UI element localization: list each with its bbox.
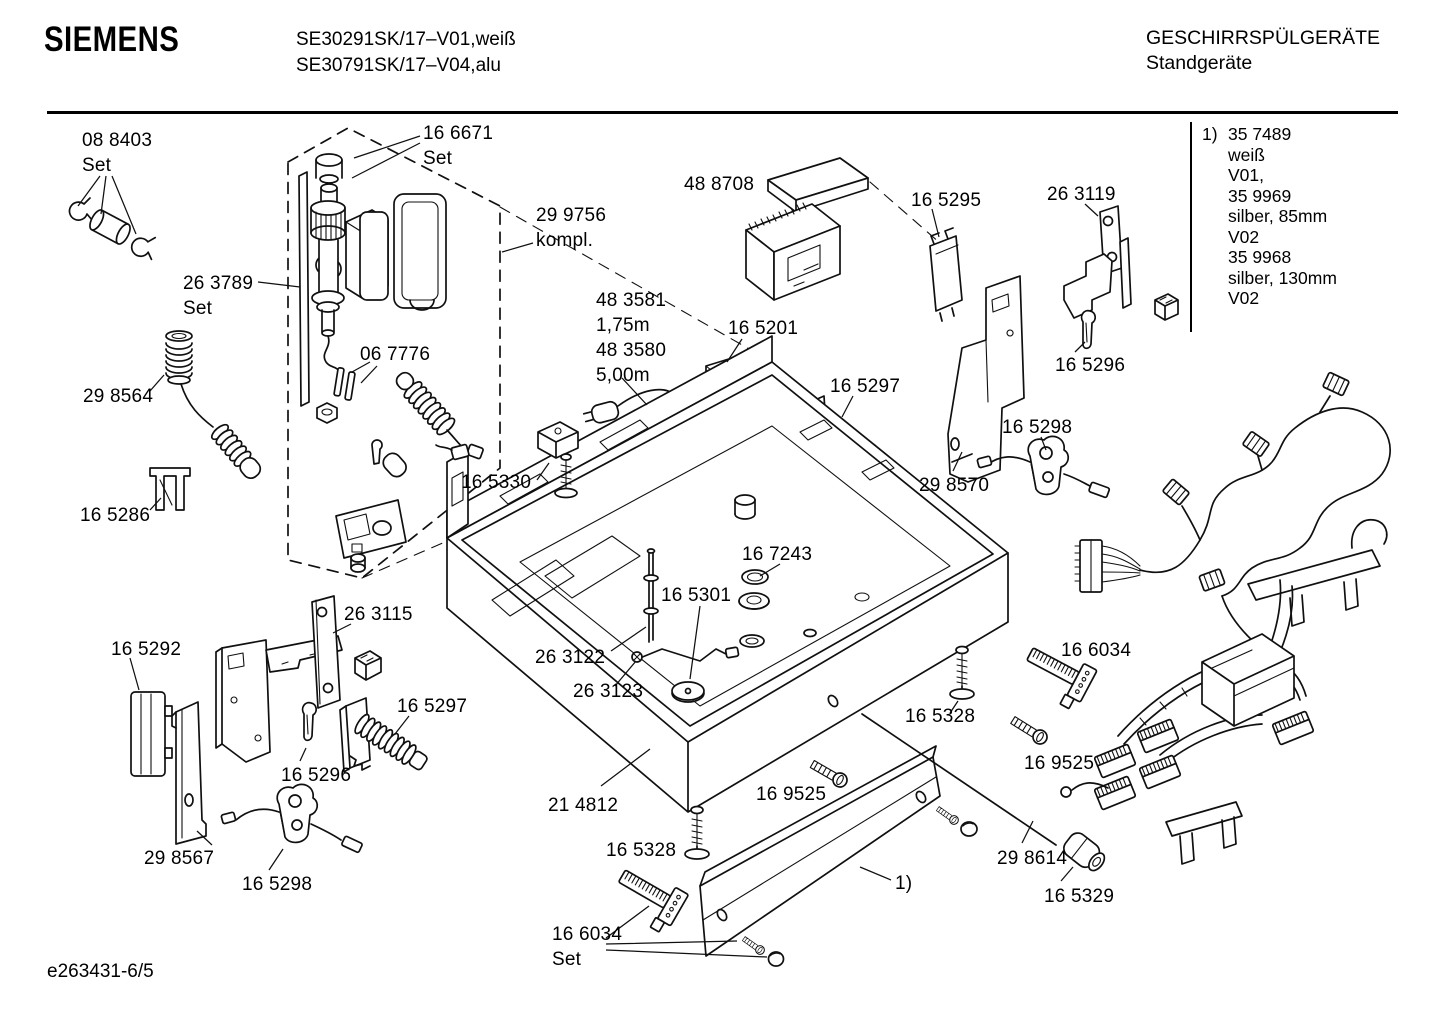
- part-label-16-5298-left: 16 5298: [242, 874, 313, 895]
- variant-note-marker: 1): [1202, 124, 1218, 144]
- part-label-16-5328-center: 16 5328: [606, 840, 677, 861]
- side-panel-bracket-group: [130, 595, 382, 845]
- base-frame: [446, 335, 1009, 813]
- variant-note-line: 35 9968: [1228, 247, 1292, 267]
- inlet-hose-sleeve: [371, 371, 484, 478]
- actuator-rod: [861, 713, 1057, 846]
- mounting-bracket-right: [947, 275, 1025, 483]
- variant-note-line: silber, 85mm: [1228, 206, 1328, 226]
- header-divider: [47, 111, 1398, 114]
- part-label-16-5296-right: 16 5296: [1055, 355, 1126, 376]
- part-label-26-3123: 26 3123: [573, 681, 644, 702]
- variant-note-line: 35 9969: [1228, 185, 1292, 206]
- part-label-29-9756: 29 9756 kompl.: [536, 205, 607, 251]
- part-label-06-7776: 06 7776: [360, 344, 431, 365]
- brand-logo: SIEMENS: [44, 20, 180, 59]
- part-label-16-5330: 16 5330: [461, 472, 532, 493]
- part-label-21-4812: 21 4812: [548, 795, 619, 816]
- model-line-1: SE30291SK/17–V01,weiß: [296, 29, 516, 50]
- panel-screw-right: [934, 804, 978, 837]
- door-latch-right: [976, 435, 1111, 499]
- cover-plate: [929, 227, 963, 322]
- part-label-16-5297-right: 16 5297: [830, 376, 901, 397]
- part-label-16-7243: 16 7243: [742, 544, 813, 565]
- part-label-16-6034-bottom: 16 6034 Set: [552, 924, 623, 970]
- part-label-26-3122: 26 3122: [535, 647, 606, 668]
- part-label-16-5201: 16 5201: [728, 318, 799, 339]
- variant-note-line: weiß: [1228, 144, 1265, 165]
- part-label-08-8403: 08 8403 Set: [82, 130, 153, 176]
- part-label-16-5297-left: 16 5297: [397, 696, 468, 717]
- control-module: [745, 157, 869, 301]
- wiring-harness-upper: [1074, 371, 1391, 655]
- part-label-26-3119: 26 3119: [1047, 184, 1116, 205]
- part-label-16-5286: 16 5286: [80, 505, 151, 526]
- category-heading: GESCHIRRSPÜLGERÄTE Standgeräte: [1146, 26, 1380, 76]
- leveling-screw-center: [684, 805, 710, 860]
- part-label-16-6034-right: 16 6034: [1061, 640, 1132, 661]
- part-label-16-5329: 16 5329: [1044, 886, 1115, 907]
- rod-cap: [1063, 832, 1106, 872]
- base-switch: [435, 421, 579, 499]
- float-switch-plate: [335, 499, 407, 573]
- panel-screw-bottom: [740, 934, 785, 967]
- part-label-16-9525-center: 16 9525: [756, 784, 827, 805]
- category-line-1: GESCHIRRSPÜLGERÄTE: [1146, 27, 1381, 49]
- part-label-16-5298-right: 16 5298: [1002, 417, 1073, 438]
- part-label-48-8708: 48 8708: [684, 174, 755, 195]
- part-label-29-8564: 29 8564: [83, 386, 154, 407]
- aquastop-valve-assembly: [298, 153, 447, 424]
- category-line-2: Standgeräte: [1146, 52, 1253, 74]
- clip-left: [301, 701, 318, 742]
- tension-spring-left: [339, 697, 428, 773]
- part-label-29-8614: 29 8614: [997, 848, 1068, 869]
- front-panel: [699, 745, 941, 957]
- variant-note-line: V01,: [1228, 165, 1264, 185]
- part-label-48-3581: 48 3581 1,75m 48 3580 5,00m: [596, 290, 667, 386]
- part-label-16-5296-left: 16 5296: [281, 765, 352, 786]
- part-label-16-5328-right: 16 5328: [905, 706, 976, 727]
- part-label-29-8570: 29 8570: [919, 475, 990, 496]
- part-label-26-3789: 26 3789 Set: [183, 273, 254, 319]
- model-numbers: SE30291SK/17–V01,weiß SE30791SK/17–V04,a…: [296, 27, 516, 79]
- part-label-16-6671: 16 6671 Set: [423, 123, 494, 169]
- cube-connector: [1154, 293, 1179, 321]
- machine-screw-right: [1008, 713, 1051, 748]
- part-label-26-3115: 26 3115: [344, 604, 413, 625]
- clamp-set: [68, 197, 158, 261]
- door-latch-left: [220, 783, 363, 854]
- part-label-16-5295: 16 5295: [911, 190, 982, 211]
- document-number: e263431-6/5: [47, 961, 154, 982]
- part-label-29-8567: 29 8567: [144, 848, 215, 869]
- variant-note: 1) 35 7489 weiß V01, 35 9969 silber, 85m…: [1202, 124, 1337, 309]
- variant-note-line: V02: [1228, 226, 1260, 247]
- hinge-bracket-right: [1063, 205, 1132, 319]
- panel-ref-marker: 1): [895, 873, 913, 894]
- model-line-2: SE30791SK/17–V04,alu: [296, 55, 501, 76]
- leader-lines: [77, 135, 1099, 958]
- variant-note-divider: [1190, 122, 1192, 332]
- part-label-16-5292: 16 5292: [111, 639, 182, 660]
- part-label-16-5301: 16 5301: [661, 585, 732, 606]
- coil-spring-and-hose: [165, 330, 262, 480]
- variant-note-line: silber, 130mm: [1228, 267, 1337, 288]
- variant-note-line: 35 7489: [1228, 124, 1292, 144]
- part-label-16-9525-right: 16 9525: [1024, 753, 1095, 774]
- wiring-harness-lower: [1060, 579, 1315, 865]
- variant-note-line: V02: [1228, 288, 1260, 308]
